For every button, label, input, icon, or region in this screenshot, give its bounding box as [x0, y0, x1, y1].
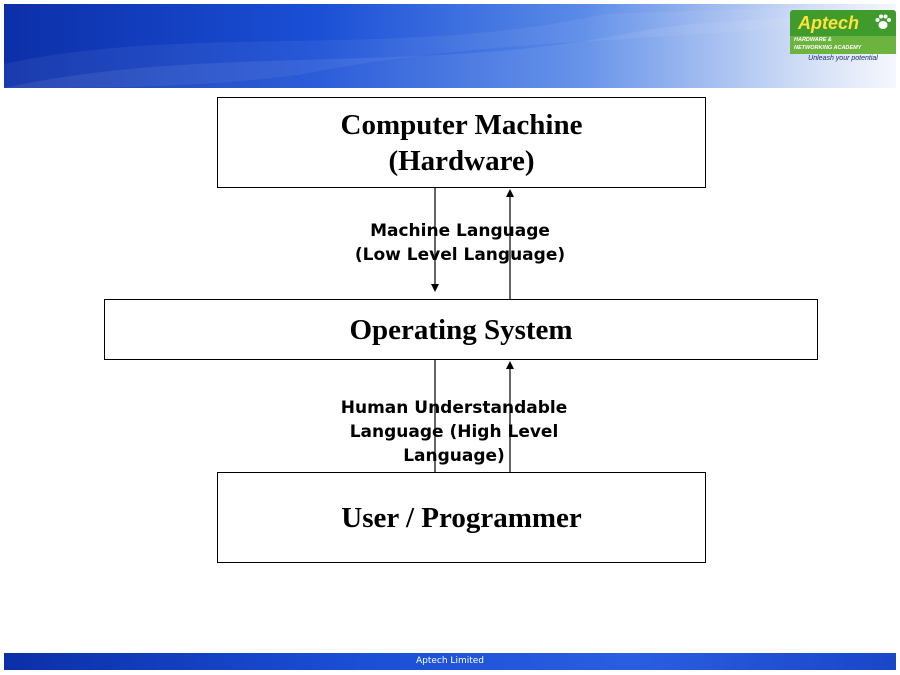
logo-subtitle-line2: NETWORKING ACADEMY — [794, 45, 862, 51]
logo-banner: Aptech — [790, 10, 896, 36]
high-level-line1: Human Understandable — [340, 398, 568, 418]
high-level-line2: Language (High Level — [349, 422, 559, 442]
logo-name: Aptech — [798, 13, 860, 33]
footer-text: Aptech Limited — [415, 656, 484, 666]
operating-system-label: Operating System — [349, 313, 573, 346]
user-programmer-box: User / Programmer — [217, 472, 706, 563]
hardware-box: Computer Machine (Hardware) — [217, 97, 706, 188]
logo-subtitle: HARDWARE & NETWORKING ACADEMY — [790, 36, 896, 54]
hardware-box-line2: (Hardware) — [388, 144, 535, 177]
logo-subtitle-line1: HARDWARE & — [794, 37, 832, 43]
high-level-language-label: Human Understandable Language (High Leve… — [326, 396, 582, 468]
paw-icon — [875, 14, 891, 29]
hardware-box-line1: Computer Machine — [340, 108, 583, 141]
user-programmer-label: User / Programmer — [341, 501, 582, 534]
high-level-line3: Language) — [403, 446, 505, 466]
machine-language-label: Machine Language (Low Level Language) — [330, 219, 590, 267]
footer-band: Aptech Limited — [4, 653, 896, 670]
logo-tagline: Unleash your potential — [808, 55, 878, 62]
arrow-head-down-upper — [431, 284, 439, 292]
header-band: Aptech HARDWARE & NETWORKING ACADEMY Unl… — [4, 4, 896, 88]
header-wave-decoration — [4, 4, 896, 88]
arrow-head-up-upper — [506, 189, 514, 197]
machine-language-line1: Machine Language — [370, 221, 550, 241]
operating-system-box: Operating System — [104, 299, 818, 360]
aptech-logo: Aptech HARDWARE & NETWORKING ACADEMY Unl… — [790, 10, 896, 64]
machine-language-line2: (Low Level Language) — [354, 245, 566, 265]
arrow-head-up-lower — [506, 361, 514, 369]
